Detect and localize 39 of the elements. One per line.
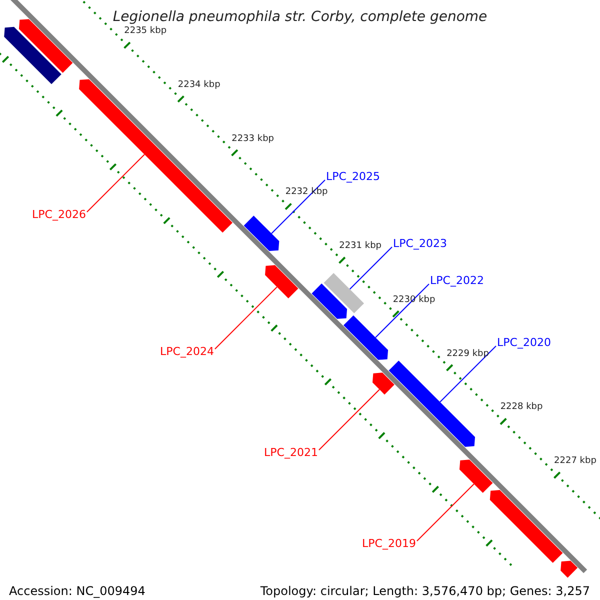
- scale-label: 2233 kbp: [232, 134, 274, 144]
- genome-info-text: Topology: circular; Length: 3,576,470 bp; Genes: 3,257: [260, 584, 590, 598]
- gene-feature: [324, 272, 364, 314]
- leader-line: [375, 284, 430, 338]
- leader-line: [214, 286, 278, 350]
- gene-feature: [265, 265, 298, 298]
- scale-label: 2227 kbp: [554, 456, 596, 466]
- accession-text: Accession: NC_009494: [9, 584, 146, 598]
- gene-label: LPC_2020: [497, 336, 551, 349]
- gene-feature: [344, 315, 388, 360]
- leader-line: [416, 484, 474, 542]
- leader-line: [440, 346, 496, 402]
- scale-label: 2232 kbp: [285, 187, 328, 198]
- leader-line: [318, 389, 380, 450]
- gene-label: LPC_2026: [32, 208, 86, 221]
- gene-feature: [4, 26, 62, 84]
- gene-feature: [244, 216, 280, 252]
- gene-feature: [18, 19, 73, 73]
- scale-label: 2235 kbp: [124, 26, 167, 36]
- gene-feature: [490, 490, 563, 563]
- gene-feature: [459, 460, 493, 493]
- scale-label: 2229 kbp: [446, 348, 489, 359]
- gene-feature: [312, 284, 348, 319]
- gene-feature: [372, 372, 394, 395]
- gene-label: LPC_2024: [160, 345, 214, 358]
- title: Legionella pneumophila str. Corby, complete genome: [112, 9, 488, 25]
- leader-line: [271, 180, 326, 234]
- gene-label: LPC_2023: [393, 237, 447, 250]
- gene-feature: [388, 360, 476, 447]
- scale-label: 2234 kbp: [178, 80, 220, 90]
- gene-label: LPC_2021: [264, 446, 318, 459]
- leader-line: [349, 246, 392, 290]
- scale-label: 2231 kbp: [339, 241, 382, 252]
- gene-label: LPC_2022: [430, 274, 484, 287]
- leader-line: [86, 154, 145, 212]
- gene-label: LPC_2019: [362, 537, 416, 550]
- gene-feature: [560, 560, 578, 578]
- scale-label: 2228 kbp: [500, 402, 543, 412]
- gene-label: LPC_2025: [326, 170, 380, 183]
